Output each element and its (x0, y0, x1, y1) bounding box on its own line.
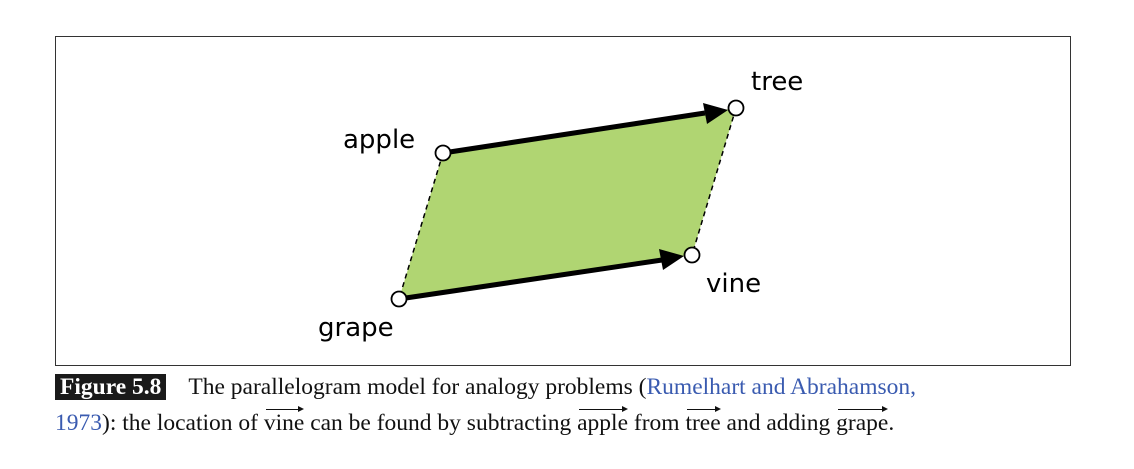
point-vine (683, 246, 701, 264)
arrow-grape-to-vine (398, 257, 663, 302)
dashed-edge-apple-grape (398, 152, 444, 300)
caption-text: from (628, 410, 686, 436)
vector-tree: tree (685, 405, 721, 441)
arrowhead-vine (659, 249, 684, 270)
point-grape (390, 290, 408, 308)
vector-grape: grape (836, 405, 889, 441)
label-apple: apple (343, 125, 415, 155)
caption-text: and adding (720, 410, 837, 436)
caption-text: can be found by subtracting (304, 410, 578, 436)
figure-frame (55, 36, 1071, 366)
caption-text: ): the location of (102, 410, 264, 436)
citation-year-link[interactable]: 1973 (55, 410, 102, 436)
vector-apple: apple (577, 405, 628, 441)
vector-vine: vine (264, 405, 305, 441)
point-tree (727, 99, 745, 117)
caption-text: The parallelogram model for analogy prob… (188, 374, 647, 400)
dashed-edge-tree-vine (691, 107, 737, 256)
label-grape: grape (318, 313, 394, 343)
caption-text: . (888, 410, 895, 436)
point-apple (434, 144, 452, 162)
figure-caption: Figure 5.8 The parallelogram model for an… (55, 369, 1073, 441)
citation-link[interactable]: Rumelhart and Abrahamson, (646, 374, 917, 400)
label-vine: vine (706, 269, 761, 299)
arrowhead-tree (703, 103, 728, 124)
arrow-apple-to-tree (442, 110, 706, 156)
parallelogram-fill (399, 108, 736, 299)
figure-label: Figure 5.8 (55, 374, 167, 400)
label-tree: tree (751, 67, 803, 97)
